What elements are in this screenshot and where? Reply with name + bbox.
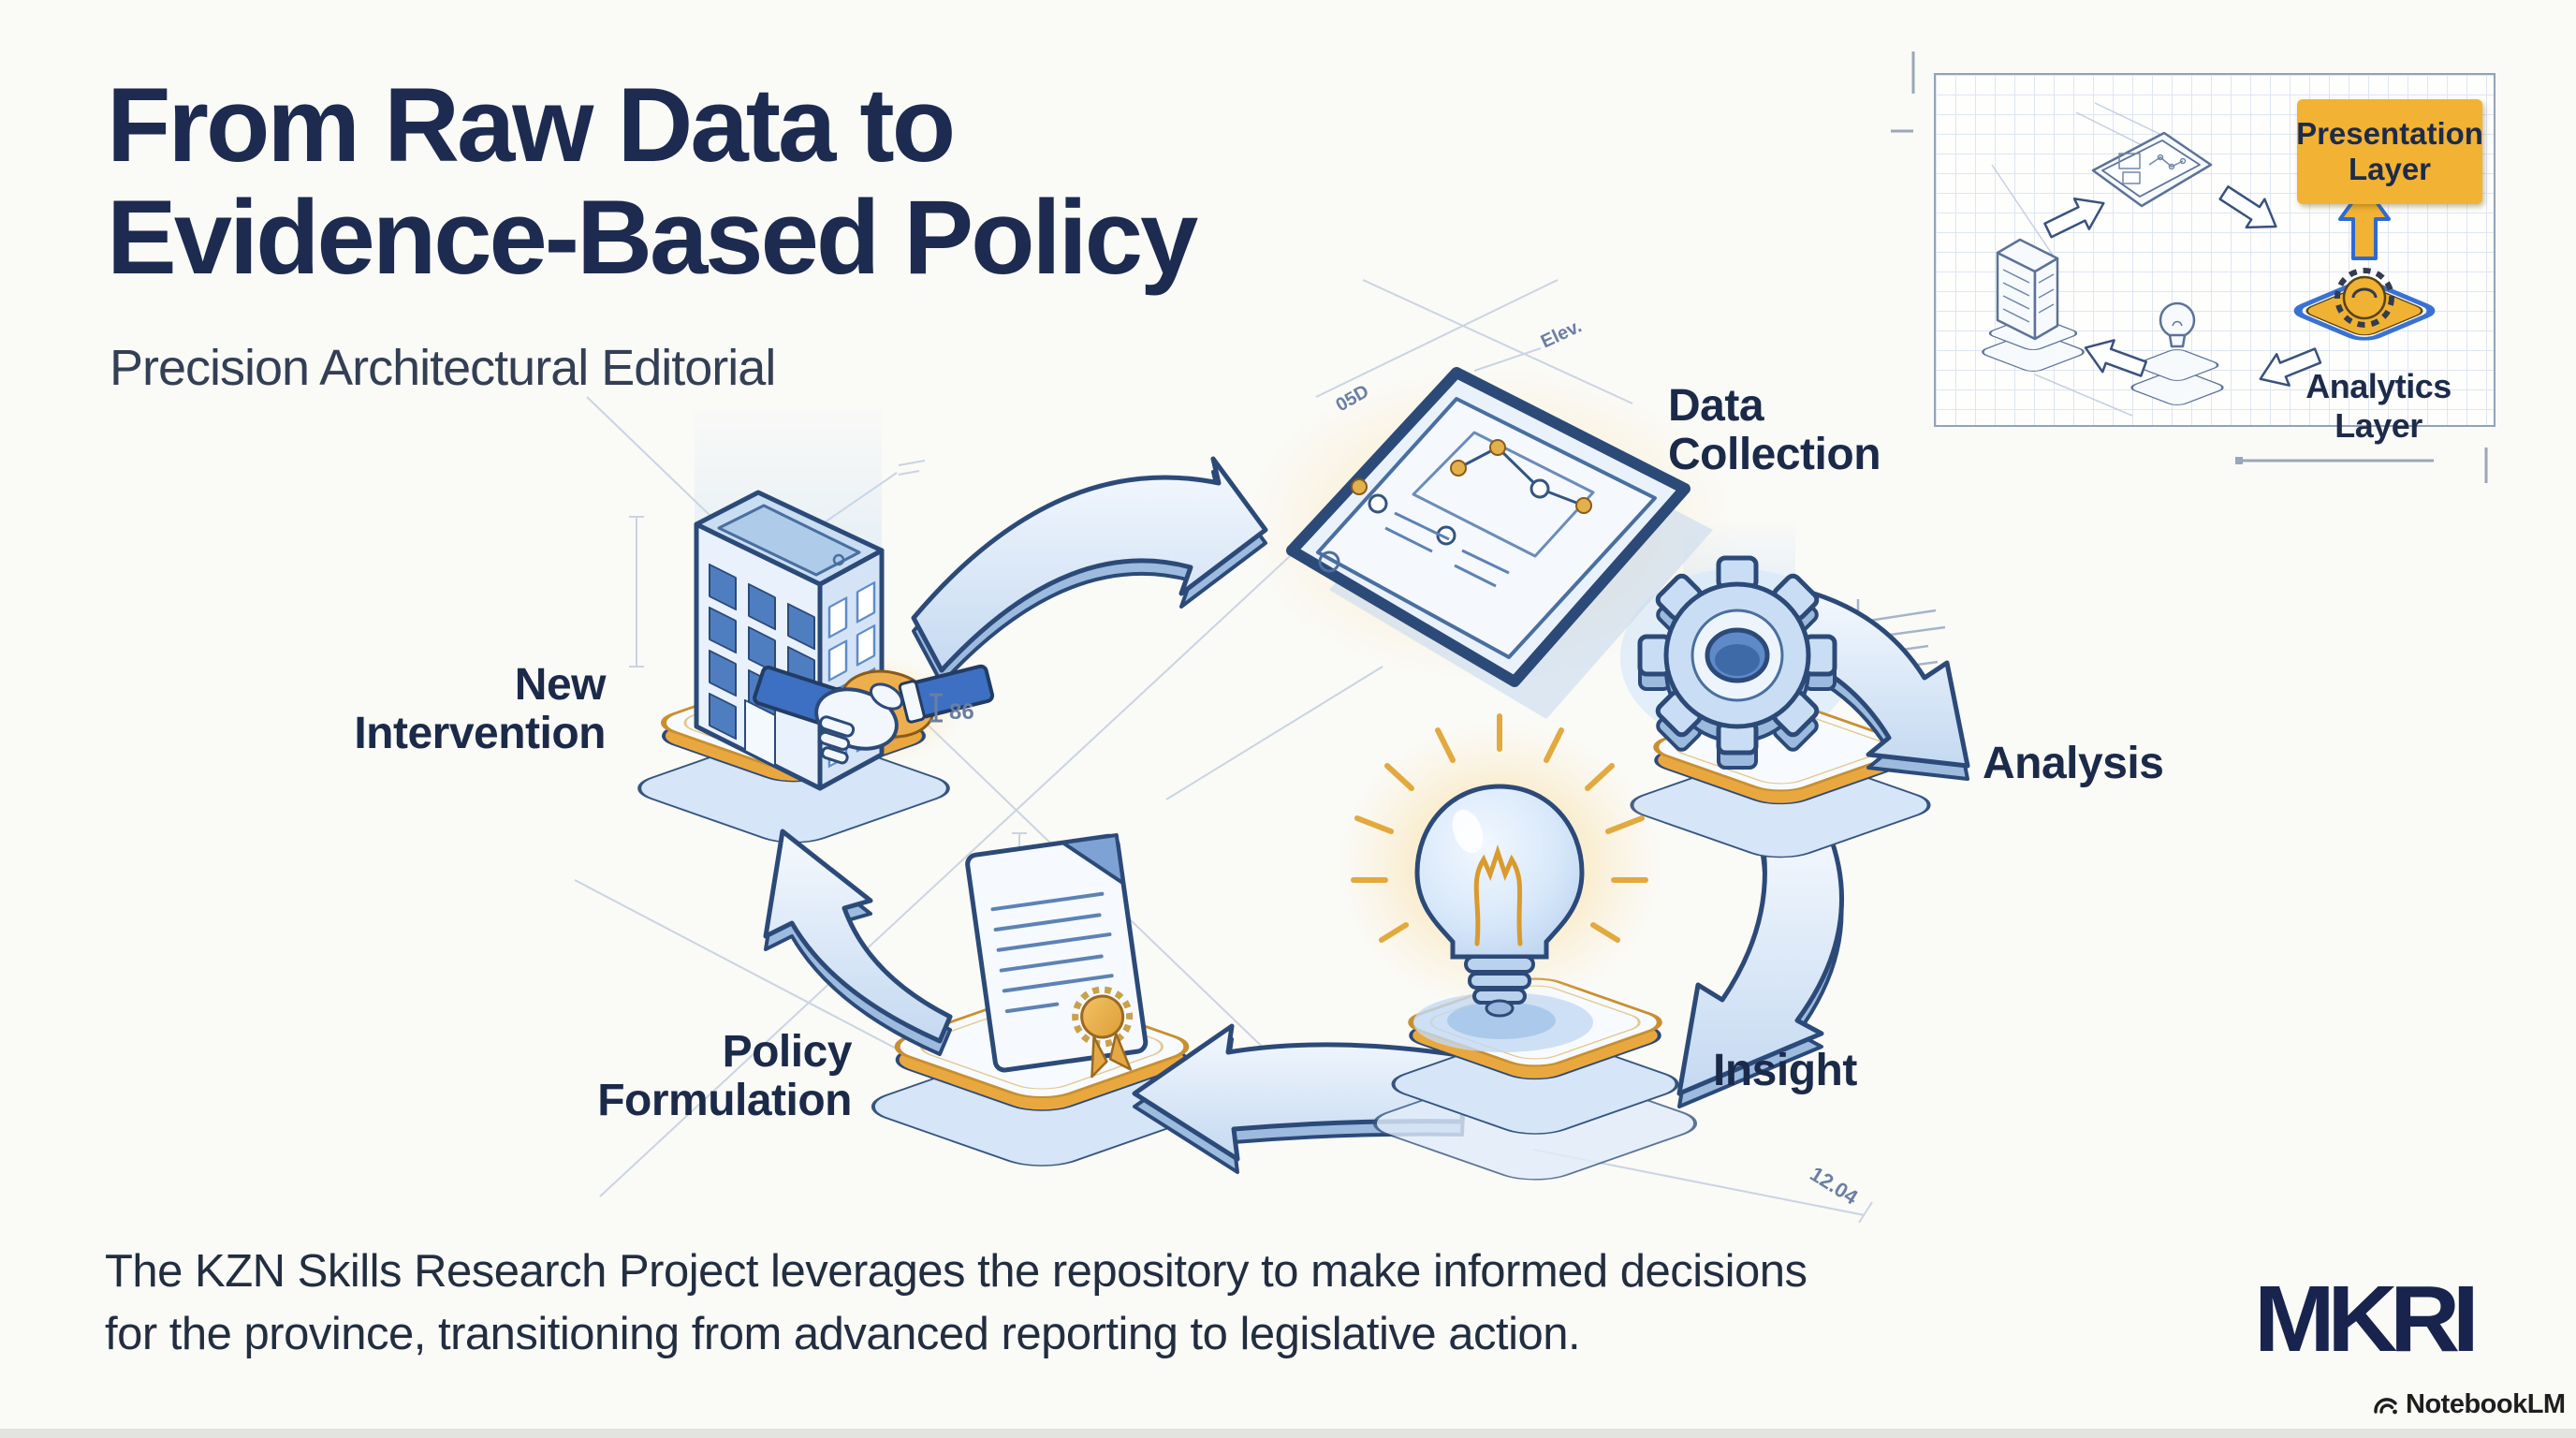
- analytics-layer-callout: Analytics Layer: [2305, 367, 2452, 445]
- handshake-icon: [753, 664, 995, 765]
- building-icon: [694, 490, 885, 791]
- lightbulb-icon: [1336, 713, 1663, 1018]
- svg-text:12.04: 12.04: [1806, 1162, 1863, 1210]
- svg-text:86: 86: [949, 699, 974, 725]
- stage-label-analysis: Analysis: [1983, 739, 2164, 788]
- arrow-intervention-to-data: [911, 456, 1268, 685]
- notebooklm-label: NotebookLM: [2406, 1389, 2566, 1419]
- arrow-analysis-to-insight: [1676, 817, 1844, 1108]
- inset-tick-marks: [1891, 51, 2488, 483]
- stage-label-insight: Insight: [1713, 1046, 1857, 1095]
- stage-label-data-collection: Data Collection: [1668, 381, 1881, 479]
- mini-lightbulb-icon: [2130, 301, 2224, 405]
- svg-text:Elev.: Elev.: [1538, 315, 1585, 352]
- title-line-2: Evidence-Based Policy: [107, 179, 1198, 296]
- footer-text-line-2: for the province, transitioning from adv…: [105, 1309, 1581, 1359]
- mini-gear-highlight: [2293, 183, 2436, 341]
- notebooklm-icon: [2374, 1397, 2397, 1414]
- page-title: From Raw Data to Evidence-Based Policy: [107, 66, 1198, 296]
- stage-label-policy-formulation: Policy Formulation: [597, 1027, 852, 1125]
- stage-label-new-intervention: New Intervention: [354, 660, 606, 758]
- analysis-platform: [1630, 599, 1946, 858]
- notebooklm-watermark: NotebookLM: [2372, 1389, 2566, 1420]
- gear-icon: [1637, 555, 1837, 770]
- bottom-edge-strip: [0, 1429, 2576, 1438]
- tablet-icon: [1286, 367, 1690, 687]
- title-line-1: From Raw Data to: [107, 66, 956, 183]
- architecture-inset-panel: Presentation Layer Analytics Layer: [1934, 73, 2496, 445]
- mini-tablet-icon: [2091, 131, 2213, 208]
- footer-text-line-1: The KZN Skills Research Project leverage…: [105, 1246, 1808, 1297]
- mkri-logo: MKRI: [2254, 1267, 2480, 1372]
- policy-document-icon: [965, 833, 1149, 1078]
- mini-building-icon: [1982, 238, 2085, 372]
- presentation-layer-callout: Presentation Layer: [2296, 99, 2483, 204]
- mini-cycle-arrows: [2043, 185, 2322, 387]
- page-subtitle: Precision Architectural Editorial: [110, 340, 776, 396]
- arrow-policy-to-intervention: [763, 829, 953, 1056]
